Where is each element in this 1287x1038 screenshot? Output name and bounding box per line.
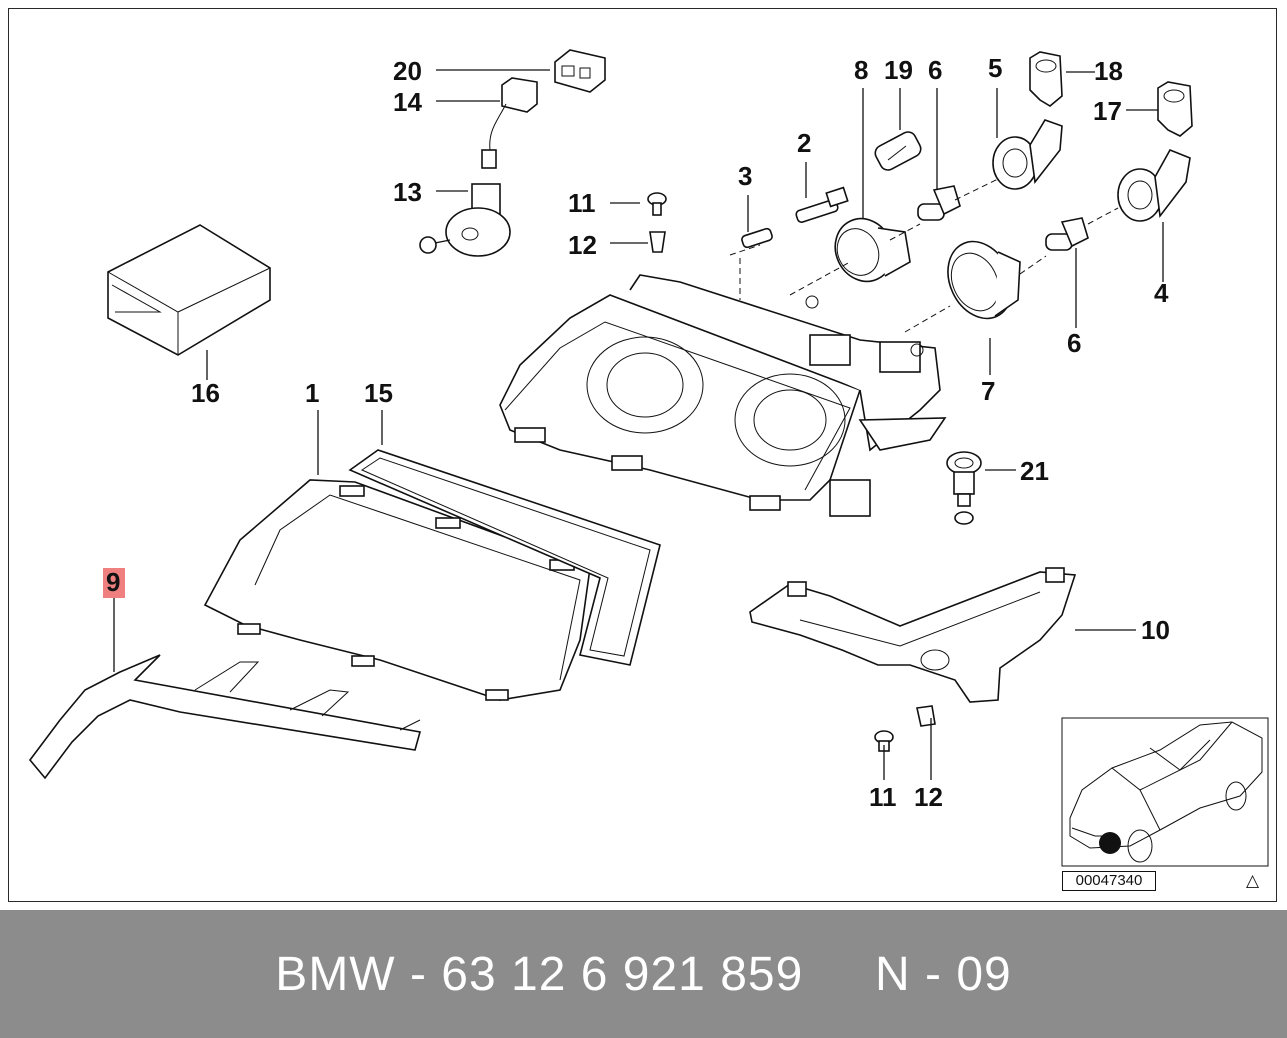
code-prefix: N <box>874 947 911 1001</box>
callout-17: 17 <box>1093 96 1122 126</box>
part-14-wiring <box>481 77 538 169</box>
part-6-bulb-upper <box>917 185 961 221</box>
callout-2: 2 <box>797 128 811 158</box>
callout-12-lower: 12 <box>914 782 943 812</box>
part-6-bulb-lower <box>1045 217 1089 251</box>
part-number: 63 12 6 921 859 <box>441 947 804 1001</box>
separator: - <box>409 947 427 1001</box>
callout-16: 16 <box>191 378 220 408</box>
part-18-plug <box>1029 51 1063 107</box>
part-9-trim-strip <box>28 654 422 780</box>
callout-18: 18 <box>1094 56 1123 86</box>
footer-bar: BMW - 63 12 6 921 859 N - 09 <box>0 910 1287 1038</box>
diagram-code: 09 <box>956 947 1012 1001</box>
callout-12-upper: 12 <box>568 230 597 260</box>
part-8-cover-cap <box>834 217 911 283</box>
callout-6-lower: 6 <box>1067 328 1081 358</box>
part-12-clip-upper <box>649 231 666 253</box>
brand-name: BMW <box>275 947 396 1001</box>
separator-2: - <box>924 947 942 1001</box>
headlight-housing <box>499 274 947 517</box>
exploded-parts-diagram: 20 14 13 16 11 12 3 2 8 19 6 5 18 17 4 6… <box>28 49 1269 867</box>
callout-11-lower: 11 <box>869 782 897 812</box>
callout-13: 13 <box>393 177 422 207</box>
callout-1: 1 <box>305 378 319 408</box>
headlight-location-marker <box>1099 832 1121 854</box>
part-17-plug <box>1157 81 1193 137</box>
callout-8: 8 <box>854 55 868 85</box>
part-21-adjuster <box>946 451 982 525</box>
callout-3: 3 <box>738 161 752 191</box>
part-15-gasket <box>348 449 661 666</box>
part-20-connector <box>554 49 606 93</box>
callout-10: 10 <box>1141 615 1170 645</box>
diagram-doc-number: 00047340 <box>1062 871 1156 891</box>
callout-9: 9 <box>106 567 120 597</box>
callout-14: 14 <box>393 87 422 117</box>
part-10-bracket <box>749 567 1077 703</box>
callout-21: 21 <box>1020 456 1049 486</box>
part-11-screw-upper <box>647 192 667 216</box>
callout-15: 15 <box>364 378 393 408</box>
vehicle-location-inset <box>1061 717 1269 867</box>
callout-11-upper: 11 <box>568 188 596 218</box>
callout-9-highlight <box>103 568 125 598</box>
part-3-bulb <box>741 227 773 249</box>
callout-4: 4 <box>1154 278 1169 308</box>
part-12-clip-lower <box>916 705 936 727</box>
part-4-socket <box>1117 148 1191 222</box>
callout-7: 7 <box>981 376 995 406</box>
callout-5: 5 <box>988 53 1002 83</box>
callout-20: 20 <box>393 56 422 86</box>
part-13-bulb-socket <box>419 183 511 257</box>
part-16-box <box>107 224 271 356</box>
part-number-caption: BMW - 63 12 6 921 859 N - 09 <box>275 947 1011 1002</box>
part-19-bulb <box>874 131 922 171</box>
warning-triangle-icon: △ <box>1246 871 1260 891</box>
part-5-socket <box>992 119 1063 190</box>
callout-19: 19 <box>884 55 913 85</box>
part-7-cover-cap <box>947 240 1021 320</box>
leader-lines <box>113 69 1164 780</box>
part-1-lens <box>203 479 591 701</box>
callout-labels: 20 14 13 16 11 12 3 2 8 19 6 5 18 17 4 6… <box>103 53 1170 812</box>
part-2-socket <box>795 186 849 223</box>
callout-6-upper: 6 <box>928 55 942 85</box>
